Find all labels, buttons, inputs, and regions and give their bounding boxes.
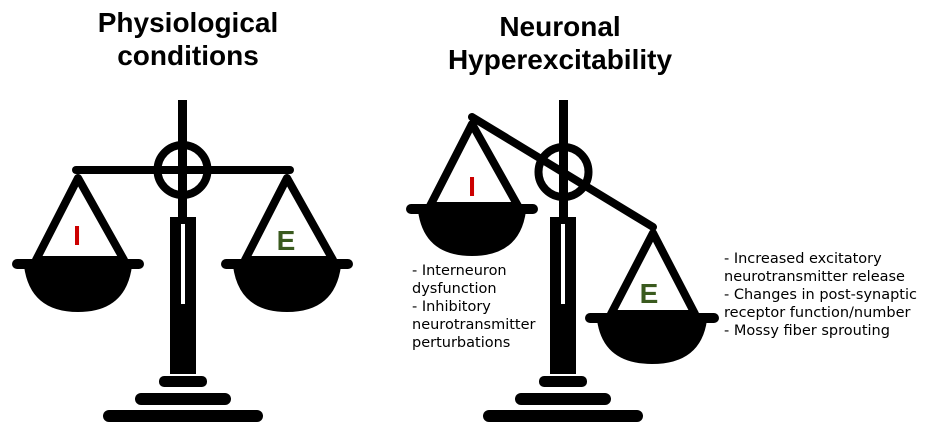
inhibitory-letter: I: [468, 171, 476, 202]
note-line: neurotransmitter release: [724, 269, 905, 285]
title-line: Hyperexcitability: [447, 44, 673, 75]
neuronal-hyperexcitability-title: Neuronal Hyperexcitability: [420, 10, 700, 76]
tipped-scale: I E: [406, 100, 719, 422]
note-line: perturbations: [412, 335, 511, 351]
note-line: - Increased excitatory: [724, 251, 882, 267]
note-line: dysfunction: [412, 281, 497, 297]
right-pan-bowl: [597, 320, 707, 364]
left-pan-bowl: [24, 266, 132, 312]
note-line: - Interneuron: [412, 263, 507, 279]
scale-column-highlight: [561, 224, 565, 304]
scale-base-middle: [515, 393, 611, 405]
left-pan-bowl: [418, 211, 526, 256]
scale-base-top: [159, 376, 207, 387]
right-pan-bowl: [233, 266, 341, 312]
title-line: Neuronal: [499, 11, 621, 42]
title-line: conditions: [117, 40, 259, 71]
inhibitory-letter: I: [73, 220, 81, 251]
excitatory-letter: E: [640, 278, 659, 309]
scale-base-middle: [135, 393, 231, 405]
note-line: receptor function/number: [724, 305, 911, 321]
excitatory-notes: - Increased excitatory neurotransmitter …: [724, 250, 917, 340]
scale-column-highlight: [181, 224, 185, 304]
balanced-scale: I E: [12, 100, 353, 422]
note-line: - Inhibitory: [412, 299, 491, 315]
physiological-conditions-title: Physiological conditions: [62, 6, 314, 72]
note-line: neurotransmitter: [412, 317, 536, 333]
title-line: Physiological: [97, 7, 279, 38]
note-line: - Mossy fiber sprouting: [724, 323, 890, 339]
scale-base-bottom: [103, 410, 263, 422]
scale-base-top: [539, 376, 587, 387]
excitatory-letter: E: [277, 225, 296, 256]
scale-base-bottom: [483, 410, 643, 422]
inhibitory-notes: - Interneuron dysfunction - Inhibitory n…: [412, 262, 536, 352]
note-line: - Changes in post-synaptic: [724, 287, 917, 303]
